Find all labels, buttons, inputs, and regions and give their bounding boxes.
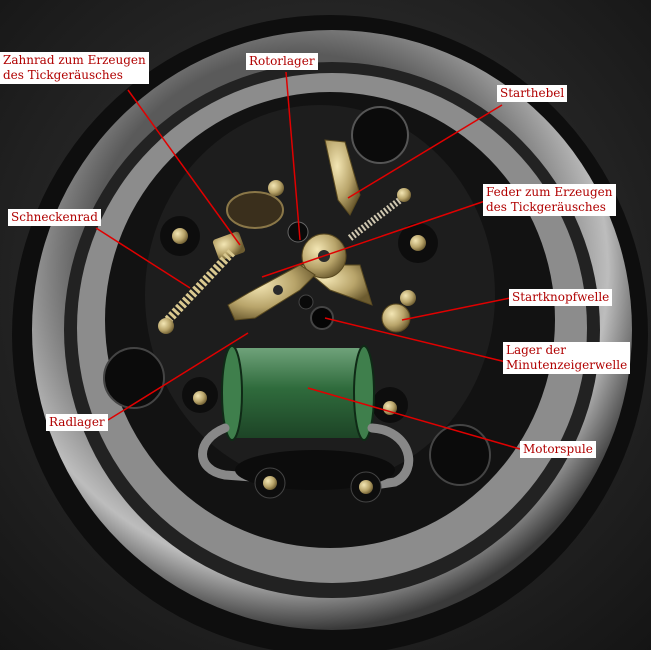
mounting-post-lower-left	[182, 377, 218, 413]
rubber-foot-top	[351, 106, 409, 164]
terminal-right	[350, 471, 382, 503]
leader-lines	[95, 71, 521, 450]
leader-schneckenrad	[95, 227, 191, 289]
leader-zahnrad	[127, 89, 241, 246]
gear-screw	[268, 180, 284, 196]
gear-bracket	[212, 231, 246, 261]
start-knob-pin	[400, 290, 416, 306]
leader-lager	[324, 317, 507, 363]
label-zahnrad: Zahnrad zum Erzeugen des Tickgeräusches	[0, 52, 149, 84]
coil-lead-right	[363, 423, 414, 491]
start-knob-shaft	[381, 303, 411, 333]
label-feder: Feder zum Erzeugen des Tickgeräusches	[483, 184, 616, 216]
coil-lead-left	[198, 423, 270, 483]
mounting-post-lower-right	[372, 387, 408, 423]
label-lager: Lager der Minutenzeigerwelle	[503, 342, 631, 374]
label-starthebel: Starthebel	[497, 85, 568, 102]
motor-coil	[221, 345, 375, 441]
minute-shaft-bearing	[310, 306, 334, 330]
brass-plate	[227, 264, 316, 321]
label-schneckenrad: Schneckenrad	[8, 209, 101, 226]
leader-feder	[261, 199, 489, 278]
label-lager-line2: Minutenzeigerwelle	[506, 358, 628, 372]
label-motorspule: Motorspule	[520, 441, 596, 458]
mounting-post-left	[160, 216, 200, 256]
ticking-spring-post	[397, 188, 411, 202]
leader-motorspule	[307, 387, 521, 450]
label-lager-line1: Lager der	[506, 343, 566, 357]
ticking-spring	[347, 197, 403, 241]
label-rotorlager: Rotorlager	[246, 53, 318, 70]
label-feder-line1: Feder zum Erzeugen	[486, 185, 613, 199]
terminal-left	[254, 467, 286, 499]
rubber-foot-left	[103, 347, 165, 409]
leader-starthebel	[347, 104, 503, 199]
label-zahnrad-line2: des Tickgeräusches	[3, 68, 123, 82]
small-bearing	[298, 294, 314, 310]
rubber-foot-right	[429, 424, 491, 486]
leader-radlager	[107, 332, 249, 421]
label-feder-line2: des Tickgeräusches	[486, 200, 606, 214]
worm-wheel-screw	[158, 318, 174, 334]
ticking-gear	[226, 191, 284, 229]
label-startknopfwelle: Startknopfwelle	[509, 289, 613, 306]
leader-startknopfwelle	[401, 297, 511, 321]
brass-plate-hole	[273, 285, 283, 295]
label-zahnrad-line1: Zahnrad zum Erzeugen	[3, 53, 146, 67]
label-radlager: Radlager	[46, 414, 108, 431]
leader-rotorlager	[285, 71, 301, 241]
mounting-post-right	[398, 223, 438, 263]
worm-wheel-spring	[164, 248, 236, 324]
